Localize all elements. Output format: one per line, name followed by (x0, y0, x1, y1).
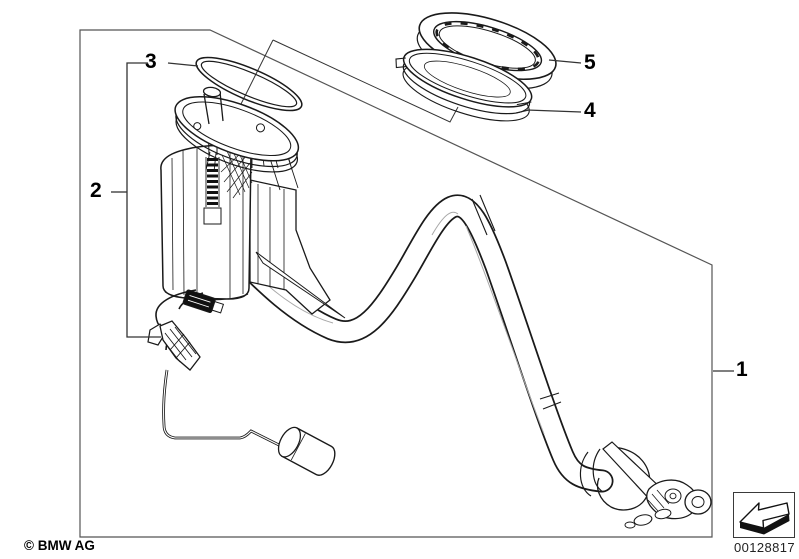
hose-end-fitting (579, 441, 712, 529)
callout-3[interactable]: 3 (145, 50, 157, 73)
callout-1[interactable]: 1 (736, 358, 748, 381)
direction-arrow-icon (739, 502, 790, 535)
callout-5[interactable]: 5 (584, 51, 596, 74)
direction-stamp-box (733, 492, 795, 538)
level-sensor (147, 320, 201, 371)
image-number: 00128817 (733, 540, 795, 555)
bracket-item-2 (126, 62, 161, 338)
guide-rod (255, 251, 346, 319)
sealing-ring (195, 56, 303, 112)
float (277, 426, 336, 476)
pump-module (160, 111, 331, 315)
drawing-frame (79, 29, 713, 538)
cover-cap (395, 48, 533, 122)
callout-leaders (111, 59, 734, 372)
flange-plate (174, 86, 300, 173)
harness-connector (182, 289, 225, 314)
callout-2[interactable]: 2 (90, 179, 102, 202)
float-arm (162, 369, 294, 454)
copyright-text: © BMW AG (24, 538, 95, 553)
callout-4[interactable]: 4 (584, 99, 596, 122)
